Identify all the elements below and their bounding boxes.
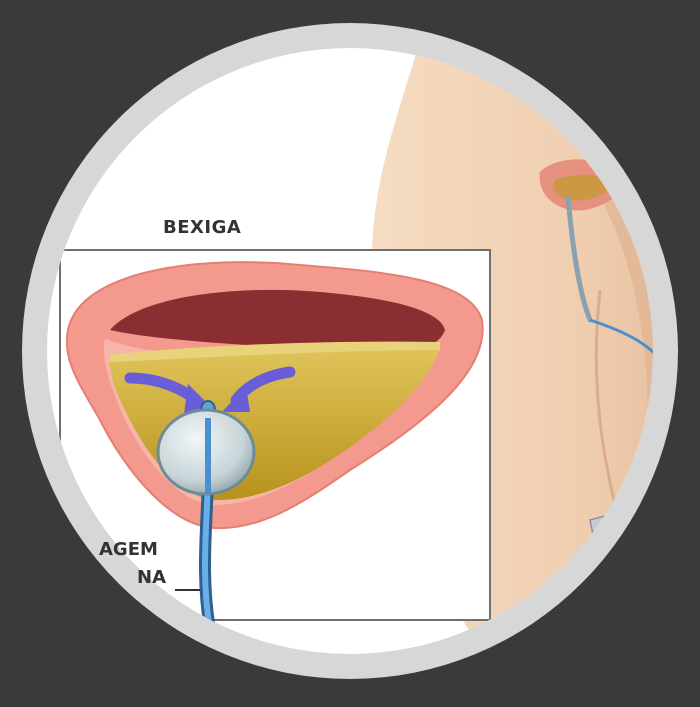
drainage-label-line2: NA	[137, 569, 166, 587]
bladder-label: BEXIGA	[163, 219, 241, 237]
drainage-label-line1: AGEM	[99, 541, 158, 559]
